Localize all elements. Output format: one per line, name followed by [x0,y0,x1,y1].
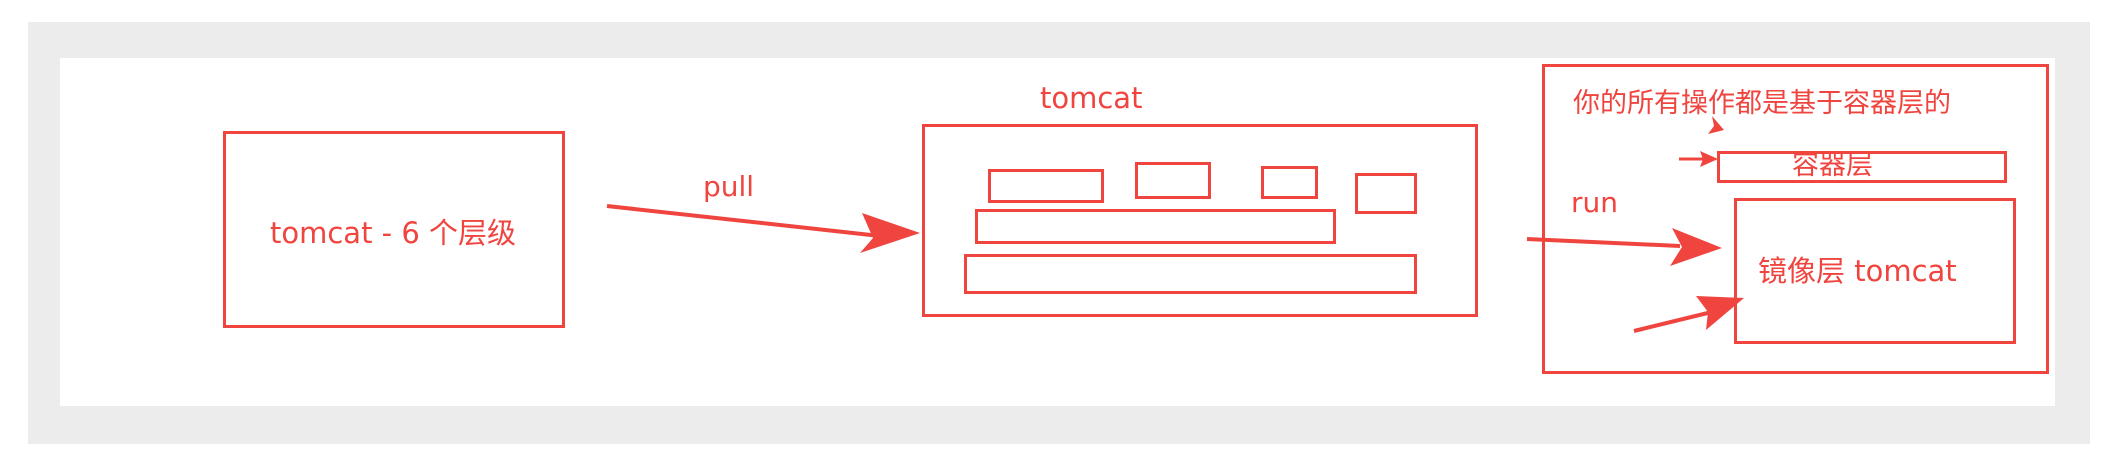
image-layer-label: 镜像层 tomcat [1758,254,1957,288]
pull-label: pull [703,170,755,203]
note-arrow-head [1708,116,1724,134]
layer-block-3 [1261,166,1318,199]
layer-block-4 [1355,173,1417,214]
container-layer-box [1717,151,2007,183]
diagram-canvas [60,58,2055,406]
container-note: 你的所有操作都是基于容器层的 [1573,88,1951,119]
run-label: run [1571,186,1619,219]
pull-arrow [606,204,920,253]
layer-block-2 [1135,162,1211,199]
container-layer-label: 容器层 [1792,150,1873,181]
source-image-label: tomcat - 6 个层级 [270,216,517,250]
layer-bar-2 [964,254,1417,294]
image-title: tomcat [1040,81,1143,115]
image-layers-box [922,124,1478,317]
container-layer-arrow [1679,151,1718,167]
image-layer-arrow [1633,296,1744,333]
container-box [1542,64,2049,374]
source-image-box [223,131,565,328]
layer-block-1 [988,169,1104,203]
layer-bar-1 [975,209,1336,244]
run-arrow [1526,228,1722,266]
image-layer-box [1734,198,2016,344]
